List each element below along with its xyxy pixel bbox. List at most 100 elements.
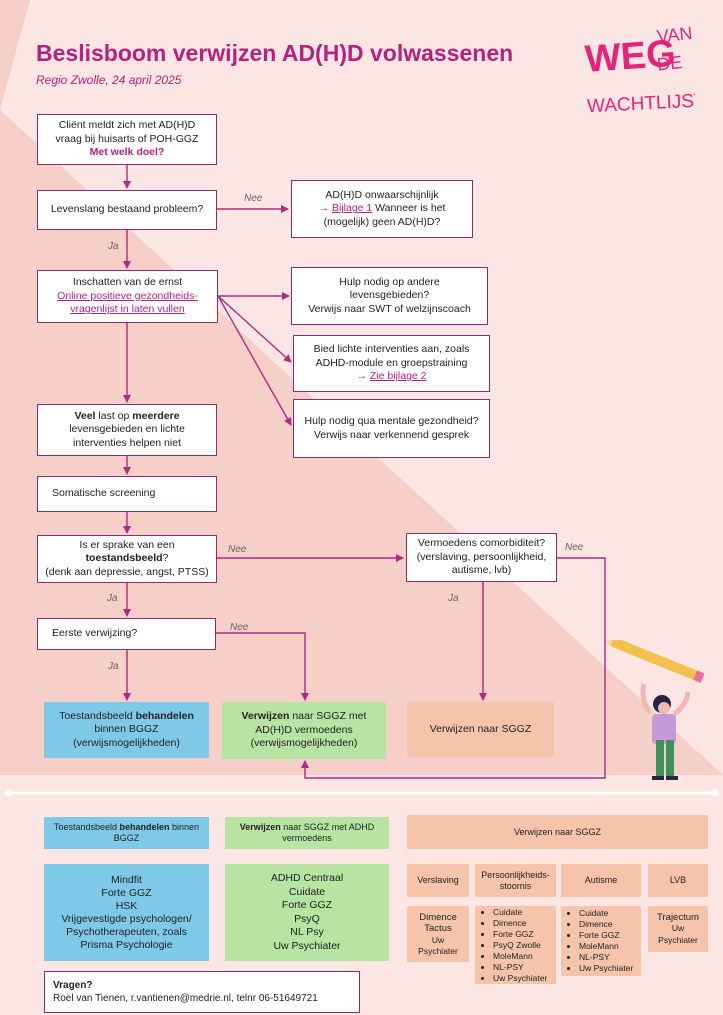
provider-item: Tactus	[424, 923, 452, 934]
arrow-right-icon: →	[356, 370, 367, 383]
label-no-lifelong: Nee	[244, 193, 263, 204]
label-yes-first: Ja	[108, 661, 119, 672]
help-other-line2: levensgebieden?	[349, 289, 430, 302]
provider-item: Psychotherapeuten, zoals	[66, 925, 187, 938]
arrow-right-icon: →	[318, 202, 330, 215]
condition-question-box: Is er sprake van een toestandsbeeld? (de…	[37, 535, 217, 583]
much-text1: last op	[95, 409, 133, 422]
bijlage-1-link[interactable]: Bijlage 1	[331, 202, 373, 215]
bt-rest: binnen	[169, 822, 200, 832]
category-verslaving: Verslaving	[407, 864, 469, 897]
category-label: Autisme	[584, 875, 618, 885]
provider-item: Prisma Psychologie	[80, 938, 173, 951]
category-autisme: Autisme	[561, 864, 641, 897]
provider-item: MoleMann	[579, 941, 633, 952]
condition-line1: Is er sprake van een	[79, 538, 175, 551]
provider-item: Dimence	[419, 911, 457, 923]
refer-adhd-line3: (verwijsmogelijkheden)	[250, 737, 358, 750]
help-other-areas-box: Hulp nodig op andere levensgebieden? Ver…	[291, 267, 488, 325]
woman-with-pencil-illustration	[604, 640, 705, 780]
much-burden-box: Veel last op meerdere levensgebieden en …	[37, 404, 217, 456]
first-referral-box: Eerste verwijzing?	[37, 618, 216, 650]
treat-bold: behandelen	[135, 709, 194, 722]
provider-item: Cuidate	[288, 885, 326, 898]
questionnaire-link-part2[interactable]: vragenlijst in laten vullen	[70, 303, 185, 316]
treat-line2: binnen BGGZ	[94, 723, 159, 736]
refer-adhd-bold: Verwijzen	[241, 710, 290, 723]
br-rest: naar SGGZ met ADHD	[280, 822, 375, 832]
much-line2: levensgebieden en lichte	[69, 423, 185, 436]
questions-title: Vragen?	[53, 980, 93, 991]
provider-item: PsyQ Zwolle	[493, 940, 547, 951]
severity-box: Inschatten van de ernst Online positieve…	[37, 270, 218, 323]
bt-pre: Toestandsbeeld	[53, 822, 120, 832]
bt-bold: behandelen	[119, 822, 170, 832]
mental-line2: Verwijs naar verkennend gesprek	[313, 428, 470, 441]
persoonlijkheid-providers: Cuidate Dimence Forte GGZ PsyQ Zwolle Mo…	[475, 906, 556, 984]
somatic-screening-box: Somatische screening	[37, 476, 217, 512]
comorbidity-question-box: Vermoedens comorbiditeit? (verslaving, p…	[406, 533, 557, 582]
category-label: LVB	[669, 875, 687, 885]
comorb-line1: Vermoedens comorbiditeit?	[417, 537, 546, 550]
refer-adhd-rest: naar SGGZ met	[289, 710, 367, 723]
provider-item: Cuidate	[579, 908, 633, 919]
bottom-sggz-header: Verwijzen naar SGGZ	[407, 815, 708, 849]
provider-item: Uw Psychiater	[493, 973, 547, 984]
logo: WEG VAN DE WACHTLIJST	[584, 23, 695, 116]
refer-sggz-adhd-box: Verwijzen naar SGGZ met AD(H)D vermoeden…	[222, 702, 386, 759]
bs-label: Verwijzen naar SGGZ	[513, 826, 602, 837]
help-other-line1: Hulp nodig op andere	[339, 275, 440, 288]
much-line3: interventies helpen niet	[73, 436, 181, 449]
provider-item: Vrijgevestigde psychologen/	[61, 912, 192, 925]
unlikely-rest: Wanneer is het	[372, 202, 446, 215]
mental-line1: Hulp nodig qua mentale gezondheid?	[304, 415, 479, 427]
category-label: Persoonlijkheids-stoornis	[481, 869, 550, 891]
provider-item: Dimence	[579, 919, 633, 930]
provider-item: NL-PSY	[579, 952, 633, 963]
light-line1: Bied lichte interventies aan, zoals	[313, 343, 470, 356]
svg-text:WACHTLIJST: WACHTLIJST	[587, 90, 695, 116]
much-bold2: meerdere	[132, 409, 180, 422]
condition-line3: (denk aan depressie, angst, PTSS)	[45, 565, 209, 578]
verslaving-providers: Dimence Tactus Uw Psychiater	[407, 906, 469, 962]
page-title: Beslisboom verwijzen AD(H)D volwassenen	[36, 40, 514, 66]
adhd-unlikely-box: AD(H)D onwaarschijnlijk → Bijlage 1 Wann…	[291, 180, 473, 238]
refer-sggz-label: Verwijzen naar SGGZ	[429, 722, 532, 735]
label-yes-lifelong: Ja	[108, 241, 119, 252]
provider-item: Uw Psychiater	[273, 939, 341, 952]
bijlage-2-link[interactable]: Zie bijlage 2	[369, 370, 427, 383]
questions-box: Vragen? Roel van Tienen, r.vantienen@med…	[44, 971, 360, 1013]
refer-sggz-box: Verwijzen naar SGGZ	[407, 702, 554, 757]
treat-bggz-box: Toestandsbeeld behandelen binnen BGGZ (v…	[44, 702, 209, 758]
provider-item: Forte GGZ	[101, 886, 152, 899]
svg-text:DE: DE	[656, 52, 683, 75]
svg-text:VAN: VAN	[656, 23, 694, 47]
provider-item: PsyQ	[294, 912, 320, 925]
label-yes-condition: Ja	[107, 593, 118, 604]
questionnaire-link-part1[interactable]: Online positieve gezondheids-	[57, 289, 198, 302]
sggz-adhd-providers-list: ADHD Centraal Cuidate Forte GGZ PsyQ NL …	[225, 864, 389, 961]
comorb-line2: (verslaving, persoonlijkheid,	[416, 550, 547, 563]
start-box: Cliënt meldt zich met AD(H)D vraag bij h…	[37, 114, 217, 165]
page-subtitle: Regio Zwolle, 24 april 2025	[36, 73, 182, 87]
label-no-first: Nee	[230, 622, 249, 633]
treat-line3: (verwijsmogelijkheden)	[73, 736, 180, 749]
start-line2: vraag bij huisarts of POH-GGZ	[55, 132, 199, 145]
start-line1: Cliënt meldt zich met AD(H)D	[58, 119, 196, 132]
br-line2: vermoedens	[282, 833, 332, 843]
provider-item: Psychiater	[658, 934, 698, 945]
svg-text:WEG: WEG	[584, 33, 677, 81]
light-interventions-box: Bied lichte interventies aan, zoals ADHD…	[293, 335, 490, 392]
provider-item: Forte GGZ	[281, 899, 333, 911]
unlikely-line2: → Bijlage 1 Wanneer is het	[319, 202, 446, 216]
much-line1: Veel last op meerdere	[74, 410, 179, 424]
much-bold1: Veel	[74, 409, 96, 422]
first-referral-label: Eerste verwijzing?	[52, 627, 138, 640]
provider-item: MoleMann	[493, 951, 547, 962]
start-question: Met welk doel?	[89, 146, 165, 159]
bggz-providers-list: Mindfit Forte GGZ HSK Vrijgevestigde psy…	[44, 864, 209, 961]
provider-item: NL-PSY	[493, 962, 547, 973]
severity-line1: Inschatten van de ernst	[72, 276, 183, 289]
bottom-refer-header: Verwijzen naar SGGZ met ADHD vermoedens	[225, 817, 389, 849]
category-lvb: LVB	[648, 864, 708, 897]
